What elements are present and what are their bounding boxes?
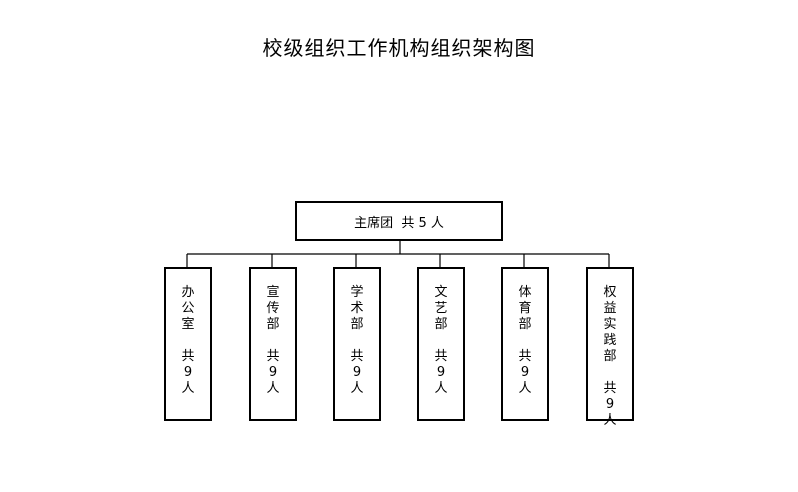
root-node-label: 主席团 共 5 人 [354,215,444,231]
dept-node-publicity: 宣 传 部 共 9 人 [249,267,297,421]
dept-node-arts: 文 艺 部 共 9 人 [417,267,465,421]
dept-node-label: 宣 传 部 共 9 人 [266,285,280,396]
dept-node-rights-practice: 权 益 实 践 部 共 9 人 [586,267,634,428]
dept-node-academic: 学 术 部 共 9 人 [333,267,381,421]
dept-node-label: 文 艺 部 共 9 人 [434,285,448,396]
root-node-presidium: 主席团 共 5 人 [295,201,503,241]
dept-node-label: 学 术 部 共 9 人 [350,285,364,396]
dept-node-label: 体 育 部 共 9 人 [518,285,532,396]
diagram-title: 校级组织工作机构组织架构图 [262,36,536,60]
dept-node-label: 权 益 实 践 部 共 9 人 [603,285,617,428]
dept-node-label: 办 公 室 共 9 人 [181,285,195,396]
dept-node-office: 办 公 室 共 9 人 [164,267,212,421]
dept-node-sports: 体 育 部 共 9 人 [501,267,549,421]
